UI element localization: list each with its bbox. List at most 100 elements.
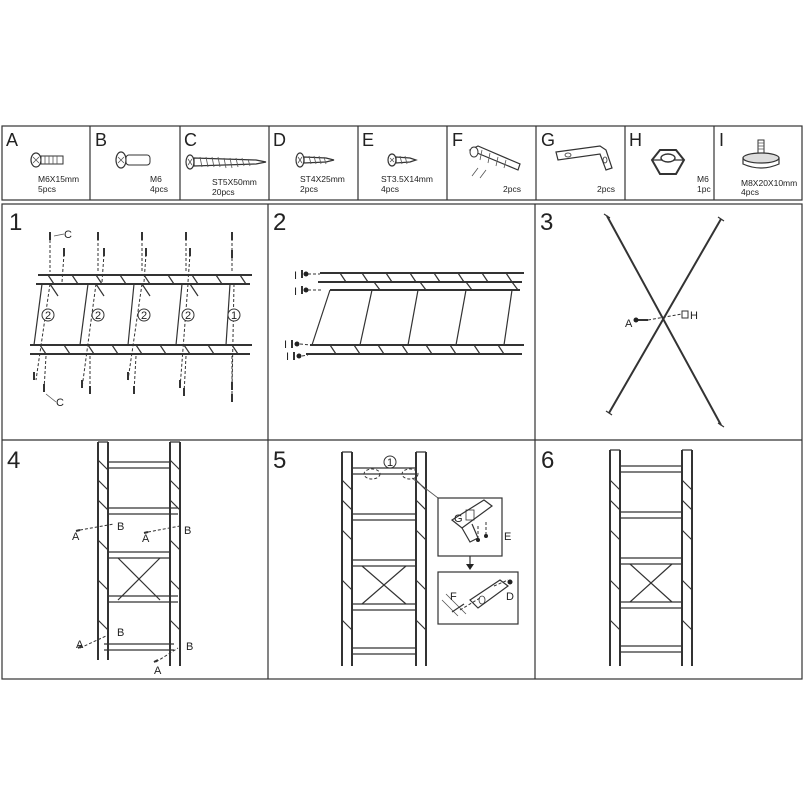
callout-e: E xyxy=(504,531,511,543)
detail-box-wall-fixing xyxy=(437,571,519,625)
part-qty: 4pcs xyxy=(150,184,168,194)
part-letter: I xyxy=(719,130,724,150)
callout-i: I xyxy=(286,351,289,363)
step-number: 1 xyxy=(9,209,22,236)
callout-b: B xyxy=(117,627,124,639)
steps-grid xyxy=(1,203,803,680)
step-number: 3 xyxy=(540,209,553,236)
parts-table: A M6X15mm 5pcs B M6 4pcs C xyxy=(1,125,803,201)
wall-bracket-icon xyxy=(465,509,475,521)
dashed-guides xyxy=(79,523,181,663)
callout-h: H xyxy=(690,310,698,322)
svg-text:1: 1 xyxy=(387,457,393,469)
callout-b: B xyxy=(186,641,193,653)
part-spec: ST5X50mm xyxy=(212,177,257,187)
part-qty: 20pcs xyxy=(212,187,235,197)
circle-number-1-icon: 1 xyxy=(227,308,241,322)
part-qty: 1pc xyxy=(697,184,711,194)
step-2-panel: 2 I I I I xyxy=(273,209,524,363)
part-cell-b: B M6 4pcs xyxy=(95,130,168,194)
leveling-foot-icon xyxy=(291,270,309,360)
finished-shelf-unit xyxy=(609,449,693,666)
svg-text:2: 2 xyxy=(185,310,191,322)
leader-line xyxy=(53,233,65,237)
wood-screw-icon xyxy=(295,152,335,168)
part-spec: M6 xyxy=(150,174,162,184)
hex-nut-icon xyxy=(681,310,689,319)
part-letter: B xyxy=(95,130,107,150)
svg-text:2: 2 xyxy=(141,310,147,322)
screw-c-icons xyxy=(33,232,233,402)
shelf-unit-frame xyxy=(97,441,181,666)
part-spec: M6 xyxy=(697,174,709,184)
dashed-guide xyxy=(647,313,683,321)
machine-screw-icon xyxy=(30,152,64,168)
screw-a-icon xyxy=(75,529,159,663)
part-cell-e: E ST3.5X14mm 4pcs xyxy=(362,130,433,194)
wall-anchor-icon xyxy=(468,145,521,179)
callout-a: A xyxy=(76,639,84,651)
side-frame-ladder-assembled xyxy=(306,272,524,355)
step-1-panel: 1 C C 2 2 2 2 xyxy=(9,209,252,409)
circle-number-2-icon: 2 2 2 2 xyxy=(41,308,195,322)
part-letter: H xyxy=(629,130,642,150)
part-qty: 2pcs xyxy=(503,184,521,194)
callout-a: A xyxy=(142,533,150,545)
callout-i: I xyxy=(294,286,297,298)
step-number: 4 xyxy=(7,447,20,474)
part-spec: ST3.5X14mm xyxy=(381,174,433,184)
part-qty: 2pcs xyxy=(300,184,318,194)
screw-a-icon xyxy=(633,317,648,323)
part-qty: 2pcs xyxy=(597,184,615,194)
barrel-nut-icon xyxy=(115,151,151,169)
part-spec: M6X15mm xyxy=(38,174,79,184)
callout-b: B xyxy=(117,521,124,533)
callout-c-top: C xyxy=(64,229,72,241)
part-letter: C xyxy=(184,130,197,150)
callout-a: A xyxy=(154,665,162,677)
part-spec: M8X20X10mm xyxy=(741,178,797,188)
part-letter: D xyxy=(273,130,286,150)
callout-i: I xyxy=(294,270,297,282)
part-cell-d: D ST4X25mm 2pcs xyxy=(273,130,345,194)
callout-a: A xyxy=(72,531,80,543)
highlight-circles xyxy=(363,468,419,480)
step-5-panel: 5 1 G E xyxy=(273,447,519,666)
part-qty: 4pcs xyxy=(381,184,399,194)
callout-f: F xyxy=(450,591,457,603)
part-cell-h: H M6 1pc xyxy=(629,130,711,194)
wall-bracket-icon xyxy=(555,145,613,171)
step-number: 2 xyxy=(273,209,286,236)
callout-g: G xyxy=(454,513,463,525)
svg-text:1: 1 xyxy=(231,310,237,322)
part-letter: E xyxy=(362,130,374,150)
step-4-panel: 4 A A A A B B B B xyxy=(7,441,193,677)
svg-text:2: 2 xyxy=(45,310,51,322)
foot-dashed-guides xyxy=(299,273,322,357)
part-cell-g: G 2pcs xyxy=(541,130,615,194)
callout-c-bottom: C xyxy=(56,397,64,409)
leveling-foot-icon xyxy=(742,139,780,169)
step-number: 6 xyxy=(541,447,554,474)
callout-b: B xyxy=(184,525,191,537)
part-spec: ST4X25mm xyxy=(300,174,345,184)
detail-box-bracket xyxy=(437,497,503,557)
long-wood-screw-icon xyxy=(185,154,267,170)
step-6-panel: 6 xyxy=(541,447,693,666)
part-cell-i: I M8X20X10mm 4pcs xyxy=(719,130,797,197)
circle-number-1-icon: 1 xyxy=(383,455,397,469)
step-3-panel: 3 A H xyxy=(540,209,725,428)
part-letter: G xyxy=(541,130,555,150)
callout-d: D xyxy=(506,591,514,603)
leader-line xyxy=(411,477,439,499)
step-number: 5 xyxy=(273,447,286,474)
arrow-down-icon xyxy=(466,564,474,570)
cross-brace-rods xyxy=(603,213,725,428)
leader-line xyxy=(45,393,57,403)
part-qty: 4pcs xyxy=(741,187,759,197)
screw-dashed-guides xyxy=(35,238,235,400)
shelf-unit-frame xyxy=(341,451,427,666)
part-qty: 5pcs xyxy=(38,184,56,194)
wall-anchor-icon xyxy=(451,603,465,613)
